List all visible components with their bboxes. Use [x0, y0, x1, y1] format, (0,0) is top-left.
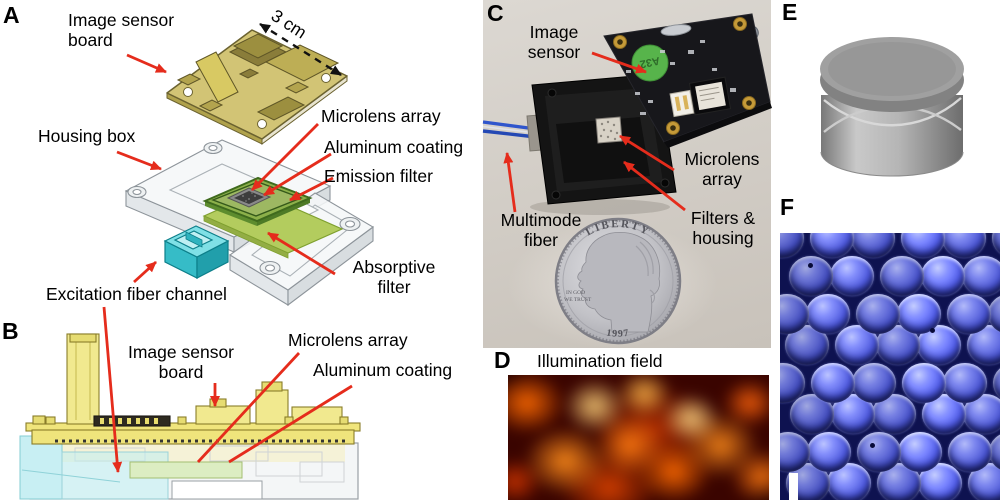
microlens-photo-lens	[992, 233, 1000, 258]
label-c-microlens-array: Microlens array	[684, 149, 760, 189]
arrow-a-aluminum-coating	[263, 152, 332, 197]
microlens-cad-render	[820, 37, 964, 177]
microlens-photo-lens	[993, 363, 1000, 403]
exploded-view-render	[124, 22, 374, 307]
line-b-microlens-array	[196, 352, 301, 463]
label-a-microlens-array: Microlens array	[321, 106, 441, 126]
scale-bar	[789, 473, 798, 500]
line-b-aluminum-coating	[228, 384, 353, 464]
emission-filter-render	[202, 176, 313, 226]
housing-shadow	[530, 199, 670, 215]
arrow-c-image-sensor	[591, 51, 647, 74]
label-a-image-sensor-board: Image sensor board	[68, 10, 175, 50]
panel-label-c: C	[487, 0, 504, 26]
microlens-photo-lens	[789, 256, 833, 296]
label-b-microlens-array: Microlens array	[288, 330, 408, 350]
label-b-aluminum-coating: Aluminum coating	[313, 360, 453, 380]
microlens-photo-lens	[897, 294, 941, 334]
label-a-absorptive-filter: Absorptive filter	[352, 257, 436, 297]
cross-section-render	[19, 333, 361, 500]
board-components-cross-section	[32, 333, 349, 427]
panel-label-f: F	[780, 194, 795, 220]
fiber-channel-cross-section	[19, 435, 63, 500]
label-c-filters-housing: Filters & housing	[690, 208, 756, 248]
microlens-photo-lens	[830, 256, 874, 296]
microlens-photo-lens	[811, 363, 855, 403]
microlens-window	[595, 116, 623, 144]
label-a-excitation-fiber-channel: Excitation fiber channel	[46, 284, 227, 304]
microlens-photo-lens	[947, 294, 991, 334]
panel-label-e: E	[782, 0, 798, 25]
svg-text:IN GOD: IN GOD	[566, 290, 585, 296]
housing-notch	[171, 480, 263, 500]
microlens-photo-lens	[880, 256, 924, 296]
arrow-c-multimode-fiber	[503, 152, 517, 213]
arrow-a-image-sensor-board	[126, 53, 167, 74]
scale-arrow-3cm	[259, 22, 342, 77]
illumination-field-image	[508, 375, 769, 500]
label-c-image-sensor: Image sensor	[527, 22, 581, 62]
label-a-aluminum-coating: Aluminum coating	[324, 137, 464, 157]
hair-detail	[635, 241, 656, 304]
microlens-patch-render	[234, 191, 264, 204]
white-connector	[669, 89, 695, 118]
board-cross-section	[25, 422, 361, 445]
panel-label-a: A	[3, 2, 20, 28]
svg-text:WE TRUST: WE TRUST	[564, 297, 592, 303]
illumination-speckle-pattern	[508, 375, 769, 500]
microlens-photo-lens	[856, 294, 900, 334]
microlens-photo-lens	[943, 363, 987, 403]
microlens-photo-lens	[898, 432, 942, 472]
label-a-housing-box: Housing box	[38, 126, 136, 146]
microlens-aluminum-cross-section	[129, 461, 243, 479]
excitation-fiber-channel-render	[163, 225, 230, 279]
microlens-photo-lens	[948, 432, 992, 472]
photo-speck	[930, 328, 935, 333]
microlens-photo-lens	[806, 294, 850, 334]
fiber-path-line	[21, 469, 121, 483]
annotation-arrows	[102, 51, 686, 473]
microlens-photo-lens	[962, 256, 1000, 296]
multimode-fiber-render	[482, 120, 537, 139]
svg-text:1997: 1997	[606, 327, 631, 339]
microlens-array-photo	[780, 233, 1000, 500]
arrow-b-excitation-channel	[102, 306, 123, 473]
microlens-photo-lens	[807, 432, 851, 472]
label-a-emission-filter: Emission filter	[324, 166, 433, 186]
microlens-photo-lens	[988, 294, 1000, 334]
arrow-c-filters-housing	[623, 160, 686, 212]
arrow-a-housing-box	[116, 150, 162, 171]
panel-label-b: B	[2, 318, 19, 344]
arrow-a-microlens-array	[251, 123, 319, 191]
arrow-a-excitation-channel	[133, 260, 157, 284]
arrow-a-absorptive-filter	[267, 231, 336, 276]
chip-with-label	[688, 76, 732, 116]
microlens-photo-lens	[857, 432, 901, 472]
label-b-image-sensor-board: Image sensor board	[127, 342, 235, 382]
photo-speck	[808, 263, 813, 268]
quarter-coin: LIBERTY 1997 IN GOD WE TRUST	[554, 217, 682, 345]
lens-cross-curve-1	[823, 97, 962, 127]
arrow-c-microlens-array	[619, 134, 675, 172]
label-c-multimode-fiber: Multimode fiber	[500, 210, 582, 250]
board-edge-connector	[660, 24, 692, 36]
microlens-photo-lens	[989, 432, 1000, 472]
photo-speck	[870, 443, 875, 448]
microlens-photo-lens	[921, 256, 965, 296]
small-components	[626, 40, 736, 115]
microlens-photo-lens	[852, 363, 896, 403]
washington-profile	[577, 231, 661, 333]
panel-label-d: D	[494, 347, 511, 373]
arrow-a-emission-filter	[289, 176, 334, 202]
image-sensor-pcb-photo: A32	[603, 13, 772, 148]
pcb-gold-holes	[613, 17, 756, 135]
label-d-title: Illumination field	[537, 351, 663, 371]
microlens-photo-lens	[902, 363, 946, 403]
